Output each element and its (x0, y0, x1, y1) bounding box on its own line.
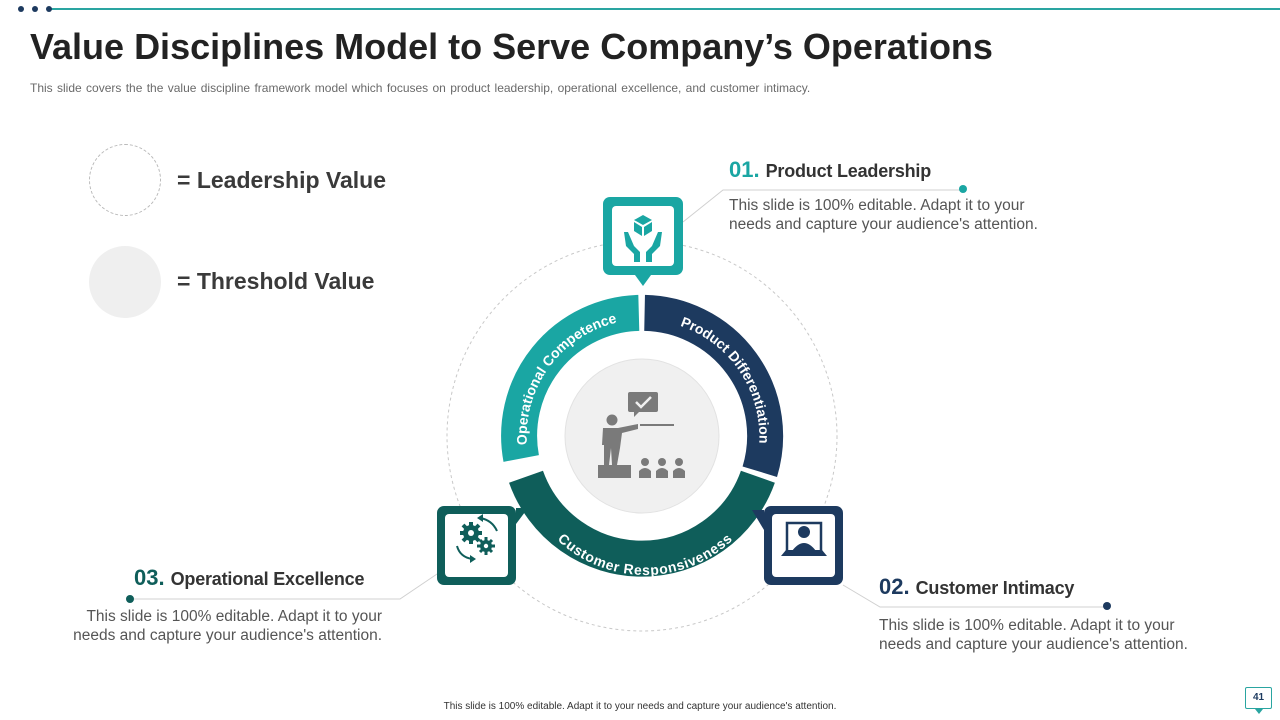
connector-dot-customer (1103, 602, 1111, 610)
item-customer-number: 02. (879, 574, 910, 599)
legend-leadership-swatch (89, 144, 161, 216)
item-product-number: 01. (729, 157, 760, 182)
header-rule (48, 8, 1280, 10)
center-circle (564, 358, 720, 514)
user-frame-icon (781, 521, 827, 556)
item-product-heading: 01.Product Leadership (729, 157, 931, 183)
connector-customer (842, 584, 1107, 608)
legend-leadership-label: = Leadership Value (177, 167, 387, 193)
ring-segment-operational (501, 294, 640, 462)
page-number-badge: 41 (1245, 687, 1272, 714)
header-dots (16, 5, 56, 13)
item-operational-text: This slide is 100% editable. Adapt it to… (73, 608, 382, 644)
item-customer-text: This slide is 100% editable. Adapt it to… (879, 617, 1188, 653)
item-product-text: This slide is 100% editable. Adapt it to… (729, 197, 1038, 233)
slide-subtitle: This slide covers the the value discipli… (30, 81, 811, 95)
item-operational-number: 03. (134, 565, 165, 590)
connector-product (682, 189, 963, 223)
presenter-audience-icon (598, 392, 685, 478)
item-operational-title: Operational Excellence (170, 569, 365, 589)
operational-icon-box (437, 506, 528, 585)
hands-cube-icon (624, 215, 662, 262)
connector-dot-operational (126, 595, 134, 603)
item-operational-heading: 03.Operational Excellence (134, 565, 364, 591)
ring-segment-product (643, 294, 784, 477)
legend-threshold-swatch (89, 246, 161, 318)
legend-threshold-label: = Threshold Value (177, 268, 375, 294)
slide-title: Value Disciplines Model to Serve Company… (30, 26, 993, 67)
product-icon-box (603, 197, 683, 286)
item-product-title: Product Leadership (765, 161, 932, 181)
slide-footer: This slide is 100% editable. Adapt it to… (443, 701, 837, 712)
item-customer-title: Customer Intimacy (915, 578, 1075, 598)
connector-dot-product (959, 185, 967, 193)
ring-segment-customer (509, 470, 775, 577)
gears-cycle-icon (456, 514, 498, 563)
connector-operational (130, 571, 441, 600)
item-customer-heading: 02.Customer Intimacy (879, 574, 1074, 600)
